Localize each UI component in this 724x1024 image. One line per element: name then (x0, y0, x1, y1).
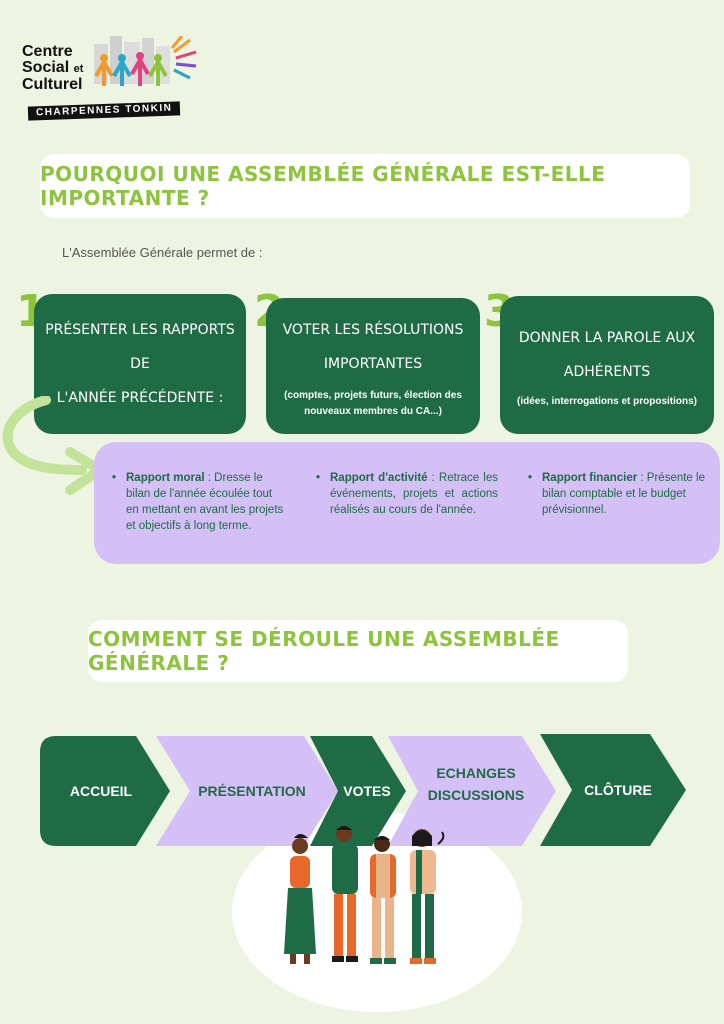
logo-line2-small: et (73, 63, 84, 75)
report-moral: • Rapport moral : Dresse le bilan de l'a… (112, 470, 286, 534)
step-presentation: PRÉSENTATION (156, 736, 338, 846)
step-cloture: CLÔTURE (540, 734, 686, 846)
bullet-icon: • (528, 472, 533, 484)
card2-subtitle-line2: nouveaux membres du CA...) (304, 406, 442, 417)
report-activity: • Rapport d'activité : Retrace les événe… (316, 470, 498, 518)
people-group-illustration (284, 826, 445, 964)
card-reports: Présenter les rapports de l'année précéd… (34, 294, 246, 434)
logo-line2: Social (22, 59, 70, 76)
section2-title: Comment se déroule une assemblée général… (88, 620, 628, 682)
card3-subtitle-line1: (idées, interrogations et propositions) (516, 396, 697, 407)
card3-title-line2: adhérents (563, 364, 651, 380)
intro-text: L'Assemblée Générale permet de : (62, 245, 263, 260)
card2-title-line1: Voter les résolutions (282, 322, 464, 338)
card2-subtitle-line1: (comptes, projets futurs, élection des (284, 390, 462, 401)
step-echanges-label: ECHANGES (436, 765, 516, 781)
step-accueil-label: ACCUEIL (69, 783, 133, 799)
bullet-icon: • (316, 472, 321, 484)
card3-title-line1: Donner la parole aux (518, 330, 696, 346)
report-activity-label: Rapport d'activité (330, 472, 428, 484)
logo-band: CHARPENNES TONKIN (27, 101, 181, 121)
card-votes: Voter les résolutions importantes (compt… (266, 298, 480, 434)
card2-title-line2: importantes (323, 356, 423, 372)
report-financial: • Rapport financier : Présente le bilan … (528, 470, 708, 518)
step-votes-label: VOTES (343, 783, 391, 799)
step-presentation-label: PRÉSENTATION (198, 783, 306, 799)
step-echanges-labels: ECHANGES DISCUSSIONS (428, 762, 524, 806)
step-discussions-label: DISCUSSIONS (427, 787, 525, 803)
step-votes: VOTES (310, 736, 406, 846)
logo-people-icon (94, 36, 197, 86)
card1-title-line2: l'année précédente : (56, 390, 224, 406)
report-financial-label: Rapport financier (542, 472, 638, 484)
report-activity-text: : Retrace les événements, projets et act… (330, 472, 498, 516)
logo-text: Centre Social et Culturel (22, 44, 83, 93)
logo-line3: Culturel (22, 76, 83, 93)
logo: Centre Social et Culturel CHARPENNES TON… (22, 18, 222, 130)
step-accueil: ACCUEIL (40, 736, 170, 846)
report-moral-label: Rapport moral (126, 472, 205, 484)
report-moral-text: : Dresse le bilan de l'année écoulée tou… (126, 472, 284, 532)
step-echanges: ECHANGES DISCUSSIONS (388, 736, 556, 846)
logo-line1: Centre (22, 43, 73, 60)
section1-title: Pourquoi une assemblée générale est-elle… (40, 154, 690, 218)
report-financial-text: : Présente le bilan comptable et le budg… (542, 472, 705, 516)
card-members: Donner la parole aux adhérents (idées, i… (500, 296, 714, 434)
reports-box: • Rapport moral : Dresse le bilan de l'a… (94, 442, 720, 564)
bullet-icon: • (112, 472, 117, 484)
step-cloture-label: CLÔTURE (584, 782, 652, 798)
card1-title-line1: Présenter les rapports de (45, 322, 235, 372)
